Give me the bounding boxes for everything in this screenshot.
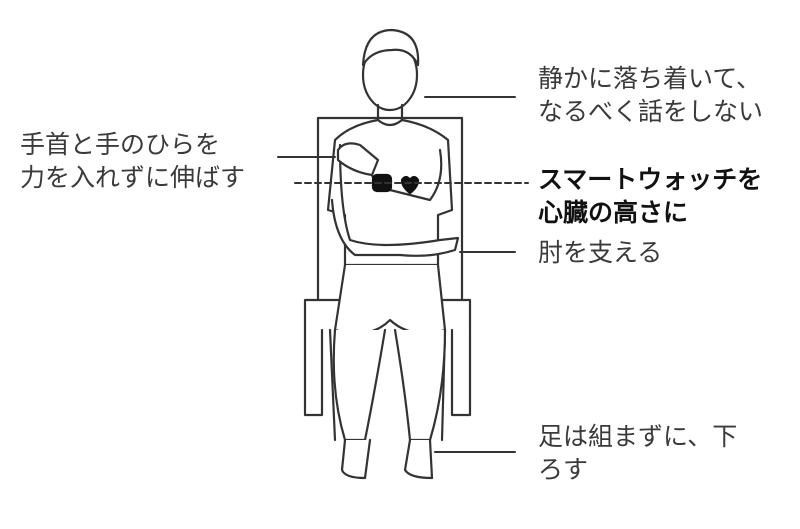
leader-lines <box>277 96 529 453</box>
label-elbow-line1: 肘を支える <box>538 238 663 267</box>
label-quiet-line2: なるべく話をしない <box>538 97 764 126</box>
label-elbow: 肘を支える <box>538 236 662 269</box>
label-wrist-line2: 力を入れずに伸ばす <box>20 163 246 192</box>
label-watch: スマートウォッチを 心臓の高さに <box>538 163 762 229</box>
label-feet-line2: ろす <box>538 455 589 484</box>
head <box>361 28 420 124</box>
legs <box>332 328 447 480</box>
label-watch-line1: スマートウォッチを <box>538 165 763 194</box>
label-feet-line1: 足は組まずに、下 <box>538 422 738 451</box>
label-feet: 足は組まずに、下 ろす <box>538 420 737 486</box>
label-quiet: 静かに落ち着いて、 なるべく話をしない <box>538 62 763 128</box>
label-wrist-line1: 手首と手のひらを <box>20 130 221 159</box>
label-quiet-line1: 静かに落ち着いて、 <box>538 64 762 93</box>
label-watch-line2: 心臓の高さに <box>538 198 689 227</box>
label-wrist: 手首と手のひらを 力を入れずに伸ばす <box>20 128 245 194</box>
